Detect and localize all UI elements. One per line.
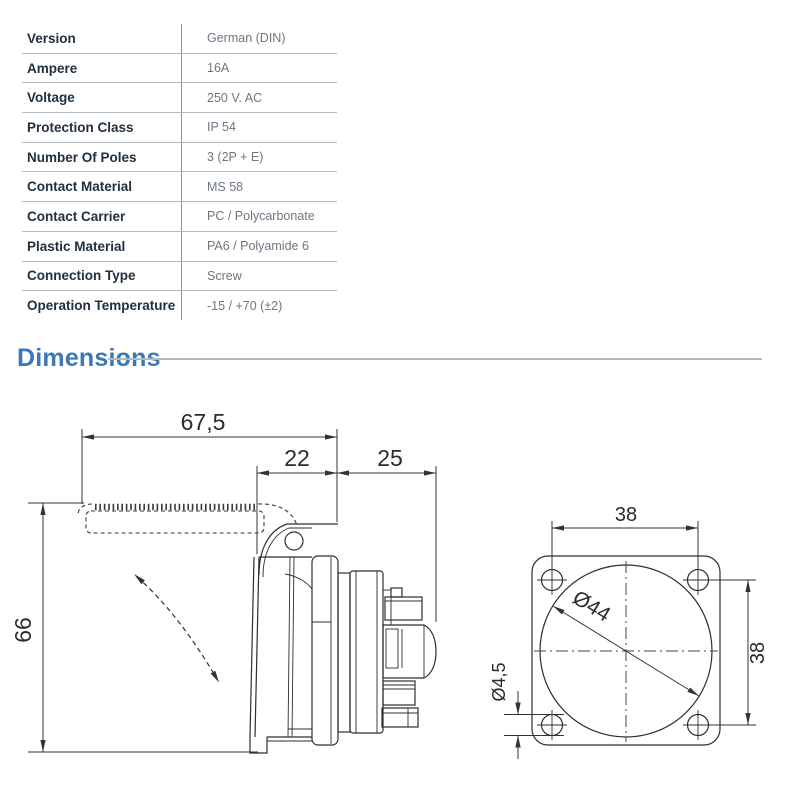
table-row: Connection Type Screw: [22, 261, 337, 292]
dim-label-d4-5: Ø4,5: [489, 662, 509, 701]
spec-label: Number Of Poles: [22, 142, 182, 172]
dim-label-38-top: 38: [615, 504, 637, 526]
spec-value: PA6 / Polyamide 6: [207, 239, 309, 254]
table-row: Version German (DIN): [22, 24, 337, 54]
spec-table: Version German (DIN) Ampere 16A Voltage …: [22, 24, 337, 320]
spec-label: Plastic Material: [22, 231, 182, 261]
spec-value: Screw: [207, 268, 242, 283]
spec-value: IP 54: [207, 120, 236, 135]
dim-hole-pitch-h: 38: [551, 504, 699, 567]
spec-label: Ampere: [22, 53, 182, 83]
terminal-block: [382, 624, 437, 679]
spec-value: -15 / +70 (±2): [207, 298, 283, 313]
mounting-flange-plate: [311, 555, 339, 746]
flange-front-outline: [531, 555, 721, 746]
lid-swing-arrow: [134, 574, 219, 683]
dim-label-38-right: 38: [747, 642, 769, 664]
hinge-screw-hole: [284, 531, 304, 551]
table-row: Voltage 250 V. AC: [22, 83, 337, 114]
section-rule: [108, 358, 762, 360]
dim-mount-hole: Ø4,5: [489, 662, 564, 759]
dim-label-67-5: 67,5: [181, 409, 226, 435]
dim-label-25: 25: [377, 445, 403, 471]
dim-label-22: 22: [284, 445, 310, 471]
spec-value: PC / Polycarbonate: [207, 209, 315, 224]
rear-housing: [349, 570, 384, 734]
front-view-drawing: Ø44 38 38: [489, 504, 769, 759]
rear-gasket: [337, 572, 351, 733]
table-row: Plastic Material PA6 / Polyamide 6: [22, 231, 337, 262]
spec-value: MS 58: [207, 179, 244, 194]
side-view-drawing: 67,5 22 25 66: [10, 409, 437, 754]
dimension-drawings: 67,5 22 25 66: [10, 409, 769, 759]
table-row: Contact Carrier PC / Polycarbonate: [22, 202, 337, 232]
dim-depths: 22 25: [256, 445, 437, 622]
table-row: Number Of Poles 3 (2P + E): [22, 142, 337, 173]
table-row: Contact Material MS 58: [22, 172, 337, 203]
dim-hole-pitch-v: 38: [711, 579, 769, 726]
spec-label: Protection Class: [22, 113, 182, 142]
table-row: Ampere 16A: [22, 53, 337, 84]
spec-label: Voltage: [22, 83, 182, 113]
spec-value: 16A: [207, 61, 230, 76]
table-row: Operation Temperature -15 / +70 (±2): [22, 291, 337, 320]
dim-label-66: 66: [10, 617, 36, 643]
spec-label: Connection Type: [22, 261, 182, 291]
spec-value: 250 V. AC: [207, 90, 263, 105]
spec-value: 3 (2P + E): [207, 150, 264, 165]
table-row: Protection Class IP 54: [22, 113, 337, 143]
spec-value: German (DIN): [207, 31, 286, 46]
spec-label: Version: [22, 24, 182, 53]
spec-label: Contact Carrier: [22, 202, 182, 231]
dim-height: 66: [10, 502, 258, 753]
spec-label: Operation Temperature: [22, 291, 182, 320]
spec-label: Contact Material: [22, 172, 182, 202]
dim-label-d44: Ø44: [568, 586, 614, 627]
socket-side-profile: [249, 523, 437, 754]
lid-open-outline: [77, 503, 298, 534]
dim-total-width: 67,5: [81, 409, 338, 522]
